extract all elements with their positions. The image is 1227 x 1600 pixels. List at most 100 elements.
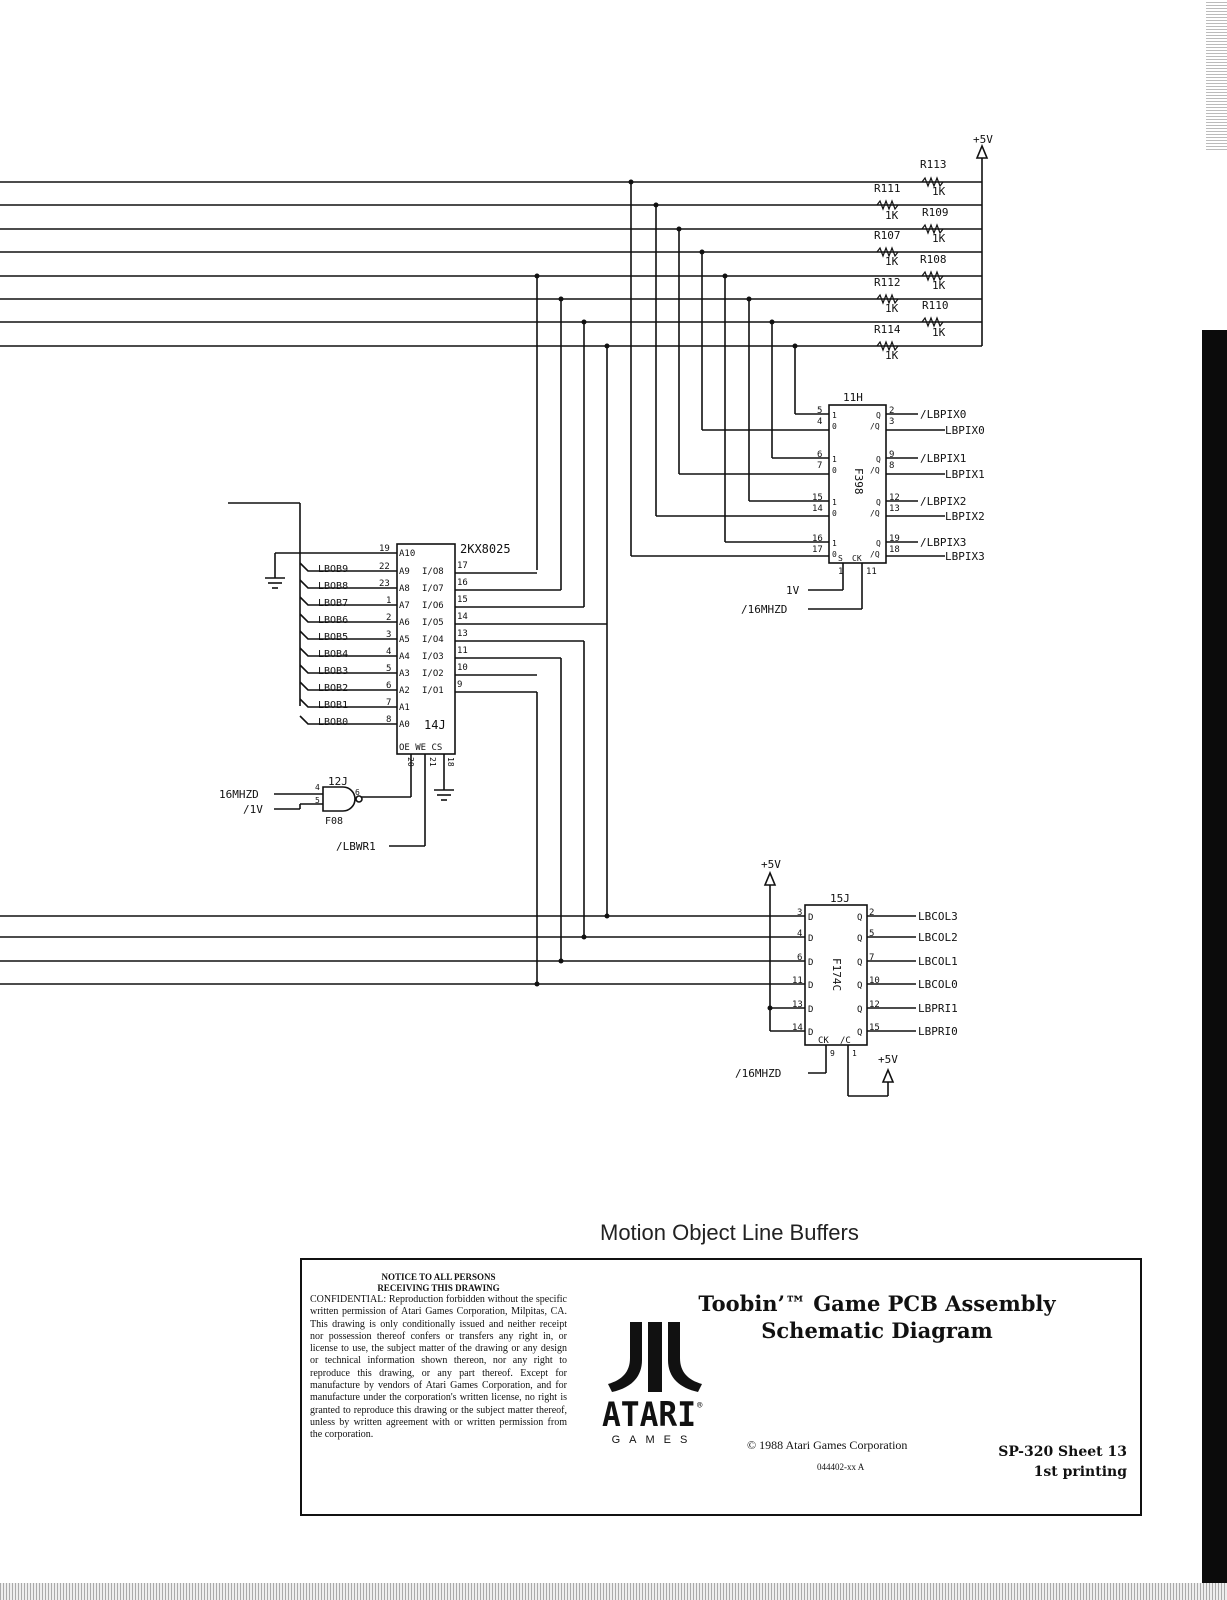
svg-text:/LBPIX2: /LBPIX2: [920, 495, 966, 508]
svg-text:2: 2: [869, 908, 874, 918]
svg-text:9: 9: [889, 450, 894, 460]
svg-text:Q: Q: [876, 455, 881, 464]
chip-11h-designator: 11H: [843, 391, 863, 404]
resistor-r114-ref: R114: [874, 323, 901, 336]
svg-text:LBOB5: LBOB5: [318, 632, 348, 643]
svg-text:5: 5: [386, 664, 391, 674]
resistor-r113-ref: R113: [920, 158, 947, 171]
svg-text:LBPIX0: LBPIX0: [945, 424, 985, 437]
resistor-r111-ref: R111: [874, 182, 901, 195]
svg-text:LBOB3: LBOB3: [318, 666, 348, 677]
svg-text:D: D: [808, 1005, 813, 1015]
chip-15j-pin-1: 1: [852, 1049, 857, 1058]
svg-text:16: 16: [812, 534, 823, 544]
gate-12j-pin-5: 5: [315, 796, 320, 805]
svg-text:13: 13: [457, 629, 468, 639]
svg-text:CK: CK: [852, 554, 862, 563]
svg-text:4: 4: [797, 929, 802, 939]
svg-text:LBCOL1: LBCOL1: [918, 955, 958, 968]
chip-14j-address-pins: 19 22 23 1 2 3 4 5 6 7 8: [379, 544, 391, 725]
resistor-r107-value: 1K: [885, 255, 899, 268]
svg-text:D: D: [808, 934, 813, 944]
gate-12j: 12J F08 4 5 6 16MHZD /1V /LBWR1: [219, 775, 376, 853]
svg-text:A5: A5: [399, 635, 410, 645]
gate-12j-part: F08: [325, 816, 343, 827]
junction-dots: [534, 179, 798, 349]
gate-12j-input-1v: /1V: [243, 803, 263, 816]
bus-drop-wires: [536, 182, 796, 916]
address-bus-branches: [299, 562, 397, 725]
notice-body: CONFIDENTIAL: Reproduction forbidden wit…: [310, 1294, 567, 1441]
svg-text:9: 9: [457, 680, 462, 690]
chip-11h-pin-labels: 1 0 1 0 1 0 1 0 Q /Q Q /Q Q /Q Q /Q S CK: [832, 411, 881, 563]
svg-text:A10: A10: [399, 549, 415, 559]
svg-text:6: 6: [817, 450, 822, 460]
svg-text:D: D: [808, 1028, 813, 1038]
svg-text:Q: Q: [876, 498, 881, 507]
chip-11h: 11H F398 5 4 6 7 15 14 16 17 2 3 9 8 12 …: [741, 391, 985, 616]
svg-text:A9: A9: [399, 567, 410, 577]
svg-text:14: 14: [792, 1023, 803, 1033]
svg-text:2: 2: [889, 406, 894, 416]
scan-edge-texture: [1206, 0, 1227, 150]
svg-text:12: 12: [889, 493, 900, 503]
svg-text:Q: Q: [857, 913, 862, 923]
svg-text:4: 4: [817, 417, 822, 427]
svg-text:4: 4: [386, 647, 391, 657]
chip-14j-control-wires: [361, 754, 454, 847]
chip-15j-pin-9: 9: [830, 1049, 835, 1058]
svg-text:6: 6: [797, 953, 802, 963]
svg-text:LBPIX2: LBPIX2: [945, 510, 985, 523]
power-label-top: +5V: [973, 133, 993, 146]
chip-14j-part: 2KX8025: [460, 542, 511, 556]
svg-text:LBCOL3: LBCOL3: [918, 910, 958, 923]
svg-text:1: 1: [832, 539, 837, 548]
svg-text:I/O6: I/O6: [422, 601, 444, 611]
chip-15j-clear-power: +5V: [878, 1053, 898, 1066]
atari-logo: ATARI ®: [602, 1322, 703, 1430]
svg-text:LBCOL0: LBCOL0: [918, 978, 958, 991]
resistor-r110-ref: R110: [922, 299, 949, 312]
chip-14j-control-pins: 20 21 18: [406, 757, 455, 767]
gate-12j-designator: 12J: [328, 775, 348, 788]
gate-12j-pin-4: 4: [315, 783, 320, 792]
svg-text:19: 19: [379, 544, 390, 554]
chip-11h-input-1v: 1V: [786, 584, 800, 597]
svg-text:3: 3: [889, 417, 894, 427]
chip-14j-designator: 14J: [424, 718, 446, 732]
svg-text:A8: A8: [399, 584, 410, 594]
chip-15j-part: F174C: [830, 958, 843, 991]
svg-text:I/O7: I/O7: [422, 584, 444, 594]
svg-text:15: 15: [812, 493, 823, 503]
chip-15j-body: [804, 904, 868, 1046]
title-block: NOTICE TO ALL PERSONS RECEIVING THIS DRA…: [300, 1258, 1142, 1516]
svg-text:13: 13: [889, 504, 900, 514]
svg-text:A2: A2: [399, 686, 410, 696]
svg-text:17: 17: [812, 545, 823, 555]
resistor-r112-ref: R112: [874, 276, 901, 289]
chip-14j-io-pins: 17 16 15 14 13 11 10 9: [457, 561, 468, 690]
resistor-zigzags: [876, 176, 944, 352]
svg-text:7: 7: [869, 953, 874, 963]
svg-text:/Q: /Q: [870, 466, 880, 475]
svg-text:12: 12: [869, 1000, 880, 1010]
svg-text:D: D: [808, 958, 813, 968]
chip-15j: +5V 15J F174C 3 4 6 11 13 14 D D D D D D: [735, 858, 958, 1097]
svg-text:5: 5: [817, 406, 822, 416]
svg-text:LBPIX1: LBPIX1: [945, 468, 985, 481]
page-heading: Motion Object Line Buffers: [600, 1220, 859, 1245]
atari-games-label: GAMES: [611, 1434, 697, 1446]
svg-text:5: 5: [869, 929, 874, 939]
svg-text:3: 3: [797, 908, 802, 918]
svg-text:LBOB0: LBOB0: [318, 717, 348, 728]
svg-text:8: 8: [386, 715, 391, 725]
chip-15j-clock-input: /16MHZD: [735, 1067, 781, 1080]
scan-bottom-texture: [0, 1583, 1227, 1600]
chip-11h-clock-wires: [808, 563, 863, 610]
gate-12j-pin-6: 6: [355, 788, 360, 797]
svg-text:10: 10: [869, 976, 880, 986]
svg-text:LBOB1: LBOB1: [318, 700, 348, 711]
write-signal-label: /LBWR1: [336, 840, 376, 853]
